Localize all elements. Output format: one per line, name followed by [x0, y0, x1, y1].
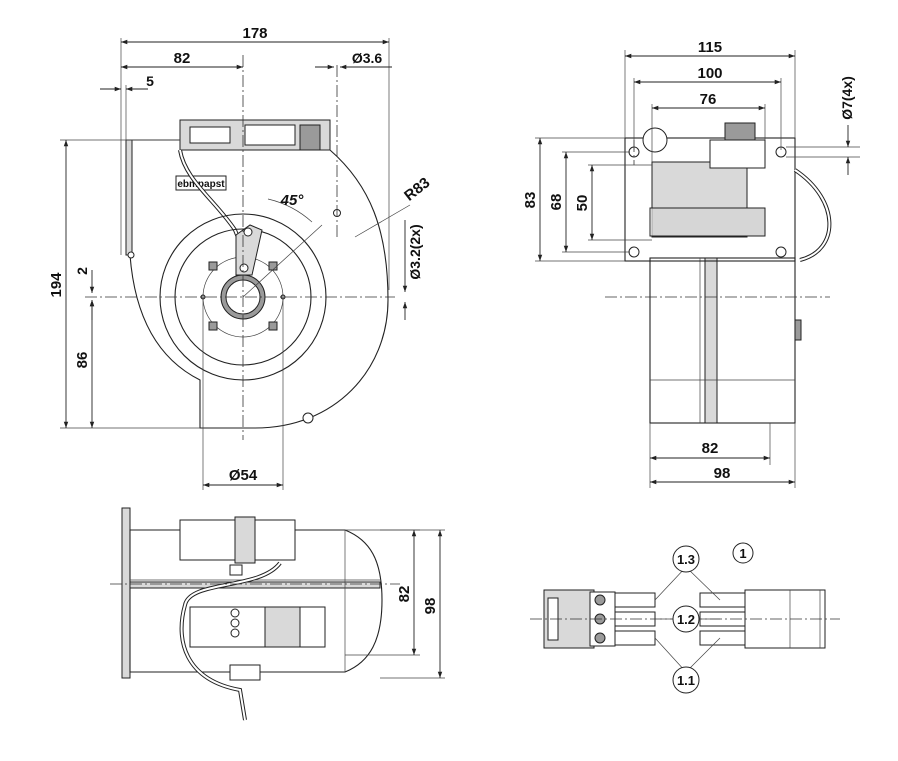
hub-bolt	[268, 321, 278, 331]
dim-2: 2	[74, 267, 90, 275]
motor-bracket	[235, 224, 263, 276]
flange-screw	[127, 251, 135, 259]
dim-radius-r83: R83	[401, 174, 433, 204]
dim-76: 76	[700, 91, 717, 108]
bracket-screw-top	[243, 227, 253, 237]
dim-115: 115	[698, 39, 722, 56]
housing-screw	[302, 412, 314, 424]
pin-1-1	[614, 630, 656, 646]
terminal-screw	[594, 632, 606, 644]
blower-housing-outline	[129, 139, 389, 429]
dim-98-side: 98	[714, 465, 731, 482]
hub-bolt	[208, 261, 218, 271]
brand-logo: ebmpapst	[177, 179, 225, 190]
dim-inlet-54: Ø54	[229, 467, 258, 484]
side-flange	[624, 137, 796, 262]
label-1-3: 1.3	[677, 552, 695, 567]
callout-1-2	[672, 605, 700, 633]
hub-bolt	[268, 261, 278, 271]
bottom-flange	[121, 507, 131, 679]
terminal-screw	[594, 594, 606, 606]
dim-68: 68	[548, 194, 565, 211]
bottom-connector	[189, 606, 326, 648]
pin-1-3	[614, 592, 656, 608]
bottom-view: 82 98	[110, 507, 445, 721]
dim-5: 5	[146, 73, 154, 89]
connector-view: 1.3 1 1.2 1.1	[530, 542, 840, 694]
side-view: 115 100 76 Ø7(4x) 83 68 50	[522, 39, 860, 488]
dim-98-bottom: 98	[422, 598, 439, 615]
angle-45: 45°	[280, 192, 305, 209]
dim-holes-7-4x: Ø7(4x)	[839, 76, 855, 120]
label-1-1: 1.1	[677, 673, 695, 688]
callout-1-3	[672, 545, 700, 573]
dim-total-width: 178	[242, 25, 267, 42]
label-1-2: 1.2	[677, 612, 695, 627]
corner-hole-bl	[628, 246, 640, 258]
side-housing	[649, 257, 796, 424]
bottom-housing	[129, 529, 383, 673]
dim-50: 50	[574, 195, 591, 212]
callout-1	[732, 542, 754, 564]
corner-hole-br	[775, 246, 787, 258]
dim-83: 83	[522, 192, 539, 209]
dim-holes-3-2-2x: Ø3.2(2x)	[407, 224, 423, 279]
dim-82-bottom: 82	[396, 586, 413, 603]
dim-100: 100	[697, 65, 722, 82]
callout-1-1	[672, 666, 700, 694]
dim-height-194: 194	[48, 272, 65, 298]
dim-hole-3-6: Ø3.6	[352, 50, 383, 66]
dim-86: 86	[74, 352, 91, 369]
dim-82: 82	[174, 50, 191, 67]
hub-bolt	[208, 321, 218, 331]
label-1: 1	[739, 546, 746, 561]
mounting-flange	[125, 139, 133, 256]
front-view: ebmpapst 178	[48, 25, 433, 490]
dim-82-side: 82	[702, 440, 719, 457]
